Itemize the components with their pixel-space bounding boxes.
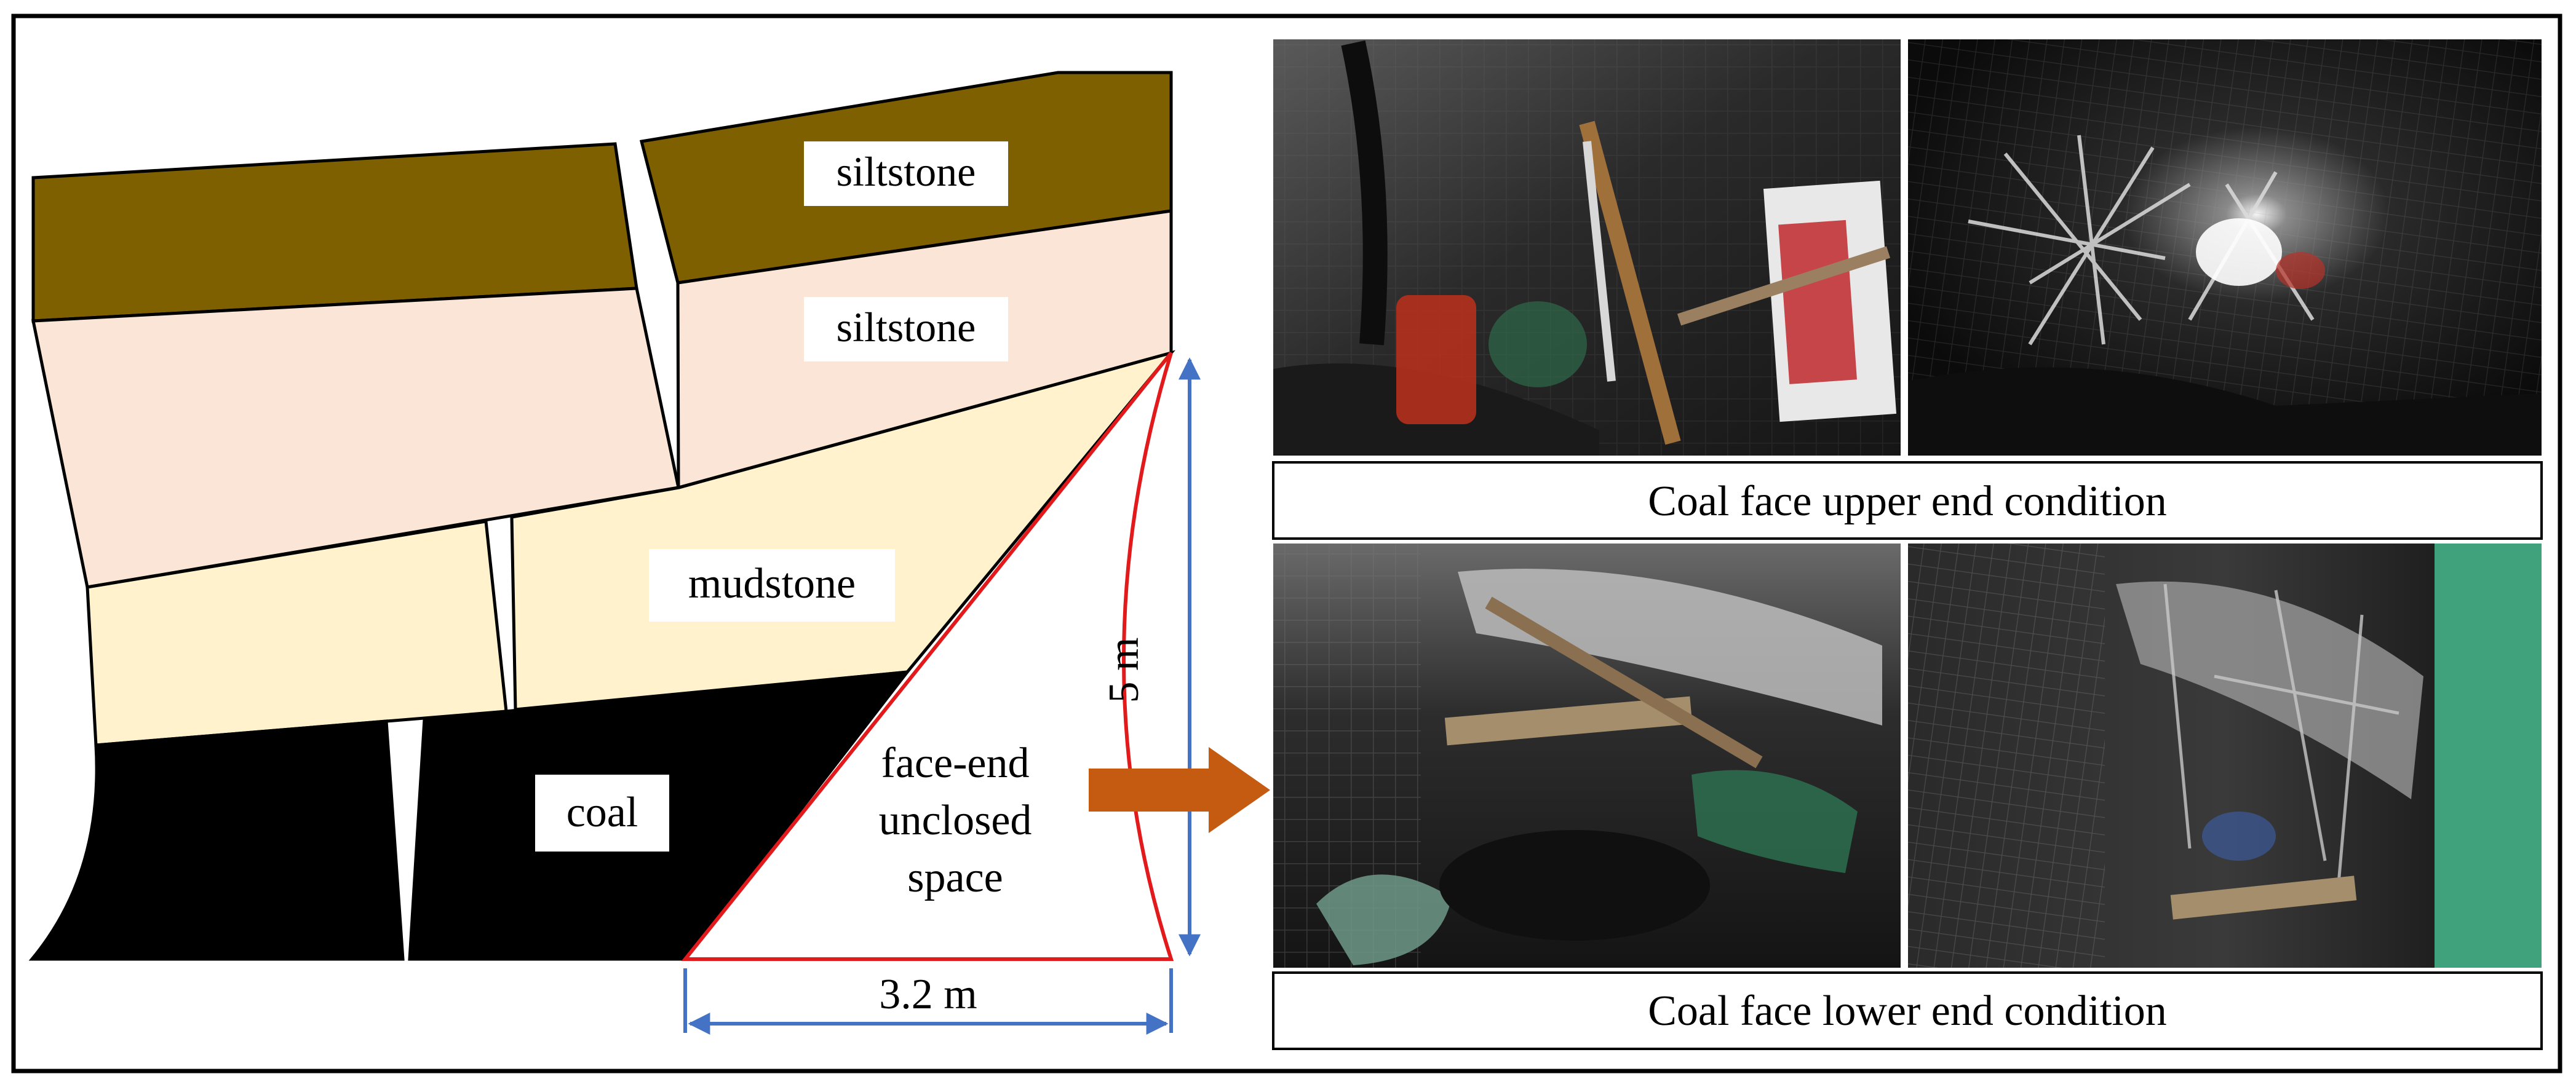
label-coal: coal: [566, 789, 638, 836]
caption-upper: Coal face upper end condition: [1648, 478, 2167, 525]
unclosed-space-label-line-2: unclosed: [879, 797, 1032, 844]
photo-lower-left: [1273, 544, 1901, 968]
label-siltstone-lower: siltstone: [837, 304, 976, 350]
unclosed-space-region: [681, 352, 1174, 961]
label-box-coal: [535, 775, 669, 852]
caption-box-upper: [1272, 461, 2543, 540]
dimension-label-width: 3.2 m: [879, 971, 977, 1018]
caption-lower: Coal face lower end condition: [1648, 987, 2167, 1035]
caption-box-lower: [1272, 971, 2543, 1050]
unclosed-space-label-line-1: face-end: [881, 740, 1030, 787]
label-box-siltstone-upper: [804, 141, 1008, 206]
unclosed-space-label-line-3: space: [907, 854, 1003, 901]
photo-lower-right: [1908, 544, 2542, 968]
strata-diagram: siltstone siltstone mudstone coal face-e…: [28, 71, 1270, 1035]
arrow-to-photos-icon: [1089, 747, 1270, 833]
photo-upper-right: [1908, 39, 2542, 456]
label-box-siltstone-lower: [804, 297, 1008, 362]
label-box-mudstone: [649, 549, 895, 622]
dimension-label-height: 5 m: [1100, 638, 1148, 703]
photo-upper-left: [1273, 39, 1901, 456]
stratum-coal-left: [28, 719, 405, 961]
photo-panel: Coal face upper end condition: [1272, 39, 2543, 1050]
label-mudstone: mudstone: [688, 560, 856, 607]
label-siltstone-upper: siltstone: [837, 148, 976, 195]
